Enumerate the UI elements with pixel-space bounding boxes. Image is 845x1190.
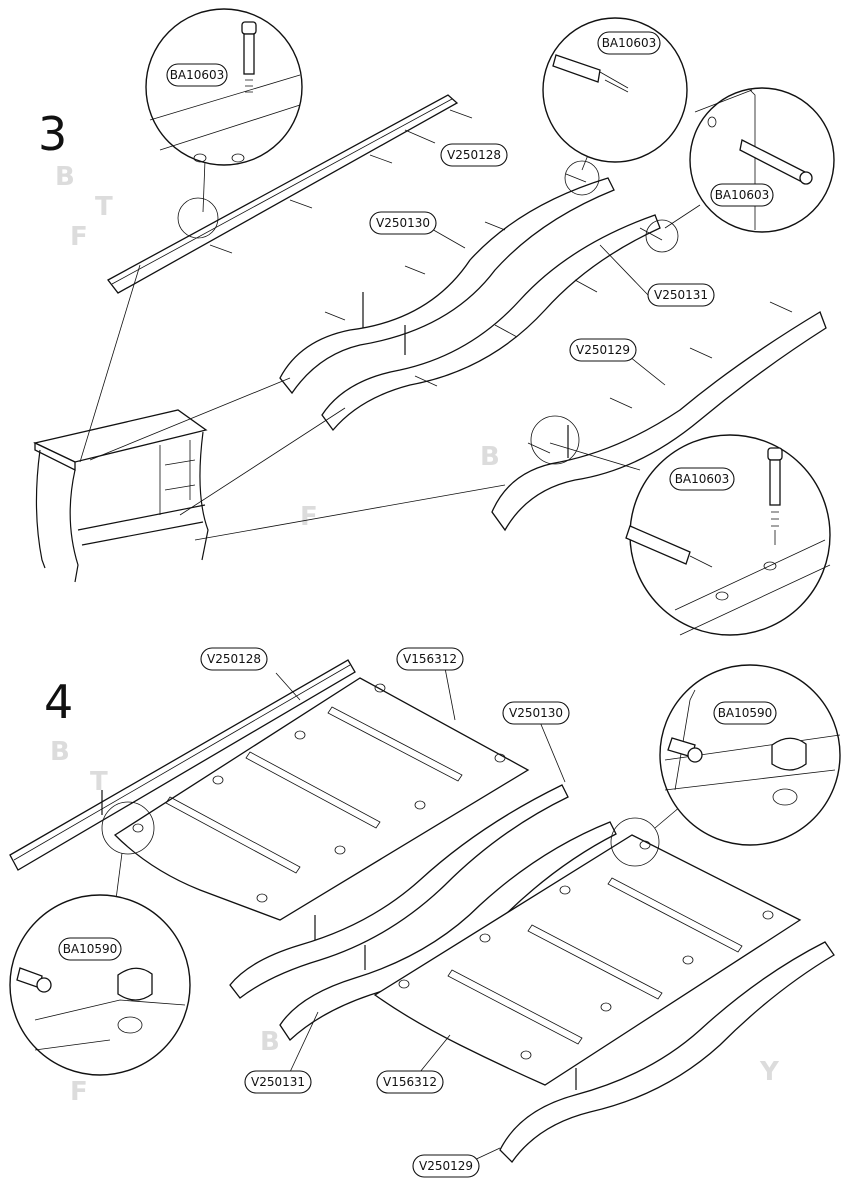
svg-text:V250130: V250130: [509, 706, 563, 720]
watermark-letter: T: [90, 767, 108, 797]
svg-text:V250128: V250128: [447, 148, 501, 162]
step-3: 3: [33, 8, 835, 636]
step-4: 4: [9, 647, 841, 1178]
svg-text:BA10590: BA10590: [718, 706, 773, 720]
drawer-bottom-v156312-top: [113, 677, 530, 921]
detail-circle-cam-bolt: [689, 87, 835, 233]
svg-text:V250131: V250131: [654, 288, 708, 302]
callout-ba10603-d: BA10603: [669, 467, 735, 491]
detail-circle-cam-lock: [659, 664, 841, 846]
svg-text:V250130: V250130: [376, 216, 430, 230]
callout-v250131: V250131: [647, 283, 715, 307]
rail-v250128: [9, 659, 356, 871]
svg-text:BA10590: BA10590: [63, 942, 118, 956]
drawer-bottom-v156312-bottom: [373, 834, 802, 1086]
svg-text:BA10603: BA10603: [170, 68, 225, 82]
svg-text:V250128: V250128: [207, 652, 261, 666]
detail-circle-cam-lock: [9, 894, 191, 1076]
detail-marker: [645, 219, 679, 253]
callout-v156312-bottom: V156312: [376, 1070, 444, 1094]
callout-ba10603-b: BA10603: [597, 31, 661, 55]
watermark-letter: B: [260, 1027, 280, 1057]
rail-v250131: [321, 214, 663, 432]
rail-v250129: [499, 941, 835, 1164]
callout-v250130: V250130: [502, 701, 570, 725]
callout-ba10603-c: BA10603: [710, 183, 774, 207]
chest-illustration: [33, 409, 209, 583]
svg-text:BA10603: BA10603: [602, 36, 657, 50]
callout-v156312-top: V156312: [396, 647, 464, 671]
detail-marker: [177, 197, 219, 239]
watermark-letter: F: [70, 222, 88, 252]
rail-v250131: [279, 821, 617, 1041]
svg-text:V156312: V156312: [383, 1075, 437, 1089]
callout-ba10590-left: BA10590: [58, 937, 122, 961]
watermark-letter: B: [50, 737, 70, 767]
step-number: 3: [38, 107, 67, 161]
detail-circle-cam-bolt: [625, 434, 831, 636]
svg-text:V250129: V250129: [419, 1159, 473, 1173]
callout-v250128: V250128: [440, 143, 508, 167]
watermark-letter: B: [480, 442, 500, 472]
callout-v250130: V250130: [369, 211, 437, 235]
rail-v250129: [491, 301, 827, 532]
watermark-letter: Y: [759, 1057, 780, 1087]
step-number: 4: [44, 675, 73, 729]
svg-text:V156312: V156312: [403, 652, 457, 666]
callout-v250129: V250129: [569, 338, 637, 362]
svg-text:BA10603: BA10603: [675, 472, 730, 486]
watermark-letter: B: [55, 162, 75, 192]
detail-marker: [101, 801, 155, 855]
rail-v250130: [279, 173, 615, 395]
rail-v250130: [229, 784, 569, 999]
watermark-letter: F: [300, 502, 318, 532]
detail-marker: [564, 160, 600, 196]
callout-v250128: V250128: [200, 647, 268, 671]
detail-circle-cam-bolt: [145, 8, 303, 166]
rail-v250128: [107, 94, 473, 294]
callout-ba10603-a: BA10603: [166, 63, 228, 87]
svg-text:V250129: V250129: [576, 343, 630, 357]
watermark-letter: T: [95, 192, 113, 222]
svg-text:V250131: V250131: [251, 1075, 305, 1089]
svg-text:BA10603: BA10603: [715, 188, 770, 202]
detail-marker: [530, 415, 580, 465]
callout-ba10590-right: BA10590: [713, 701, 777, 725]
watermark-letter: F: [70, 1077, 88, 1107]
detail-marker: [610, 817, 660, 867]
callout-v250129: V250129: [412, 1154, 480, 1178]
callout-v250131: V250131: [244, 1070, 312, 1094]
